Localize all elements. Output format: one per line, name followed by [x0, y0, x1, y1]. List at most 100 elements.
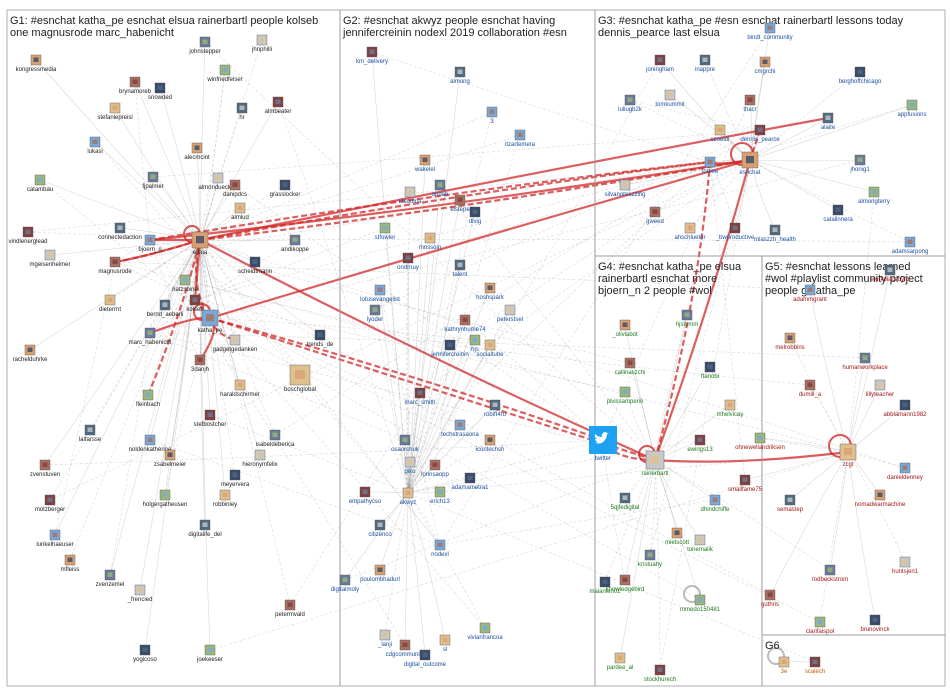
node-jhonig1[interactable]: jhonig1: [849, 154, 870, 173]
node-huntsjen1[interactable]: huntsjen1: [892, 556, 919, 575]
node-scheidtmann[interactable]: scheidtmann: [238, 256, 272, 275]
node-ohdeb[interactable]: ohdeb: [432, 179, 449, 198]
node-fleinbach[interactable]: fleinbach: [136, 389, 160, 408]
node-inappre[interactable]: inappre: [695, 54, 716, 73]
node-brynamoreb[interactable]: brynamoreb: [119, 76, 152, 95]
node-ahschlueter[interactable]: ahschlueter: [674, 222, 706, 241]
node-vindlenerglead[interactable]: vindlenerglead: [8, 226, 48, 245]
node-dumilla[interactable]: dumill_a: [799, 379, 822, 398]
node-magnusrode[interactable]: magnusrode: [98, 256, 132, 275]
node-smallfame75[interactable]: smallfame75: [728, 474, 763, 493]
node-berghoffchicago[interactable]: berghoffchicago: [839, 66, 882, 85]
node-techstrasaona[interactable]: techstrasaona: [441, 419, 480, 438]
node-piku[interactable]: piku: [404, 456, 416, 475]
node-poulombhadurl[interactable]: poulombhadurl: [360, 564, 400, 583]
node-peterstsel[interactable]: peterstsel: [497, 304, 523, 323]
node-icontechsh[interactable]: icontechsh: [476, 434, 505, 453]
node-almlud[interactable]: almlud: [231, 202, 249, 221]
node-zsabelmeier[interactable]: zsabelmeier: [154, 449, 186, 468]
node-callinaszchi[interactable]: callinaszchi: [615, 357, 646, 376]
node-3[interactable]: 3: [486, 106, 498, 125]
node-talent[interactable]: talent: [453, 259, 468, 278]
node-hjstumm[interactable]: hjstumm: [676, 309, 699, 328]
node-malanien01[interactable]: malanien01: [589, 576, 621, 595]
node-dlvig[interactable]: dlvig: [469, 206, 481, 225]
node-semastep[interactable]: semastep: [777, 494, 804, 513]
node-rodbeckstrom[interactable]: rodbeckstrom: [812, 564, 848, 583]
node-gadgetgedanken[interactable]: gadgetgedanken: [213, 334, 258, 353]
node-petermvald[interactable]: petermvald: [275, 599, 305, 618]
node-kristuahy[interactable]: kristuahy: [638, 549, 662, 568]
node-olivlabot[interactable]: _olivlabot: [611, 319, 638, 338]
node-dennispearce[interactable]: dennis_pearce: [740, 124, 780, 143]
node-hjs[interactable]: hjs: [469, 334, 481, 353]
node-lukasi[interactable]: lukasi: [87, 136, 103, 155]
node-elstepe[interactable]: elstepe: [450, 194, 470, 213]
node-trendsde[interactable]: trends_de: [307, 329, 334, 348]
node-pardeeal[interactable]: pardee_al: [607, 652, 634, 671]
node-kolseb[interactable]: kolseb: [186, 294, 204, 313]
node-hieronymfelix[interactable]: hieronymfelix: [242, 449, 278, 468]
node-erich13[interactable]: erich13: [430, 486, 450, 505]
node-lunkelhaeuser[interactable]: lunkelhaeuser: [36, 529, 74, 548]
node-tonemalik[interactable]: tonemalik: [687, 534, 714, 553]
node-tomkummit[interactable]: tomkummit: [655, 89, 685, 108]
node-motzberger[interactable]: motzberger: [35, 494, 65, 513]
node-jhnphilli[interactable]: jhnphilli: [251, 34, 272, 53]
node-osaorchuk[interactable]: osaorchuk: [391, 434, 420, 453]
node-joningham[interactable]: joningham: [645, 54, 674, 73]
node-catalinnera[interactable]: catalinnera: [823, 204, 853, 223]
node-cmgrchi[interactable]: cmgrchi: [754, 56, 776, 75]
node-hoshspark[interactable]: hoshspark: [476, 282, 505, 301]
node-adamametra1[interactable]: adamametra1: [451, 472, 489, 491]
node-gweed[interactable]: gweed: [646, 206, 664, 225]
node-lillyteacher[interactable]: lillyteacher: [866, 379, 894, 398]
node-grasslocker[interactable]: grasslocker: [270, 179, 301, 198]
node-marchabenicht[interactable]: marc_habenicht: [129, 327, 172, 346]
node-jennifercreinin[interactable]: jennifercreinin: [430, 339, 469, 358]
node-kmdelivery[interactable]: km_delivery: [356, 46, 388, 65]
node-natzsbine[interactable]: natzsbine: [172, 274, 199, 293]
node-bwproductive[interactable]: _bwproductive: [715, 222, 755, 241]
node-sl[interactable]: sl: [439, 634, 451, 653]
node-alecmcint[interactable]: alecmcint: [184, 142, 210, 161]
node-wakelel[interactable]: wakelel: [414, 154, 435, 173]
node-ondrnuy[interactable]: ondrnuy: [397, 252, 419, 271]
node-elsua[interactable]: elsua: [191, 231, 209, 256]
node-knowledgebird[interactable]: knowledgebird: [606, 574, 645, 593]
node-scalech[interactable]: scalech: [805, 656, 825, 675]
node-vivianfrancoa[interactable]: vivianfrancoa: [467, 622, 503, 641]
node-adamsarpong[interactable]: adamsarpong: [892, 236, 929, 255]
node-empathycso[interactable]: empathycso: [349, 486, 382, 505]
node-haraldschirmer[interactable]: haraldschirmer: [220, 379, 260, 398]
node-adammgrant[interactable]: adammgrant: [793, 284, 827, 303]
node-plvissamperio[interactable]: plvissamperio: [607, 386, 644, 405]
node-3danjh[interactable]: 3danjh: [191, 354, 209, 373]
node-lanji[interactable]: _lanji: [377, 629, 392, 648]
node-mfleiss[interactable]: mfleiss: [61, 554, 80, 573]
node-rainerbartl[interactable]: rainerbartl: [641, 450, 669, 477]
node-danieldenney[interactable]: danieldenney: [887, 462, 923, 481]
node-mgeisenheimer[interactable]: mgeisenheimer: [29, 249, 71, 268]
node-connectedaction[interactable]: connectedaction: [98, 222, 142, 241]
node-digitaloutcome[interactable]: digital_outcome: [404, 649, 447, 668]
node-danipdcs[interactable]: danipdcs: [223, 179, 247, 198]
node-aimong[interactable]: aimong: [450, 66, 470, 85]
node-andikoppe[interactable]: andikoppe: [281, 234, 310, 253]
node-guthris[interactable]: guthris: [761, 589, 779, 608]
node-hr[interactable]: hr: [236, 102, 248, 121]
node-lyoder[interactable]: lyoder: [367, 304, 383, 323]
node-alaite[interactable]: alaite: [821, 112, 836, 131]
node-abblamann1982[interactable]: abblamann1982: [883, 399, 927, 418]
node-frencied[interactable]: _frencied: [127, 584, 153, 603]
node-5qjfedigital[interactable]: 5qjfedigital: [611, 492, 640, 511]
node-yogicoso[interactable]: yogicoso: [133, 644, 158, 663]
node-ohnewellandriksen[interactable]: ohnewellandriksen: [735, 432, 785, 451]
node-catambau[interactable]: catambau: [27, 174, 53, 193]
node-brunovinck[interactable]: brunovinck: [860, 614, 891, 633]
node-socialtube[interactable]: socialtube: [476, 339, 504, 358]
node-stefanlepreisl[interactable]: stefanlepreisl: [97, 102, 133, 121]
node-isabeldeberica[interactable]: isabeldeberica: [256, 429, 295, 448]
node-lalfarsse[interactable]: lalfarsse: [79, 424, 102, 443]
node-nodexl[interactable]: nodexl: [431, 539, 449, 558]
